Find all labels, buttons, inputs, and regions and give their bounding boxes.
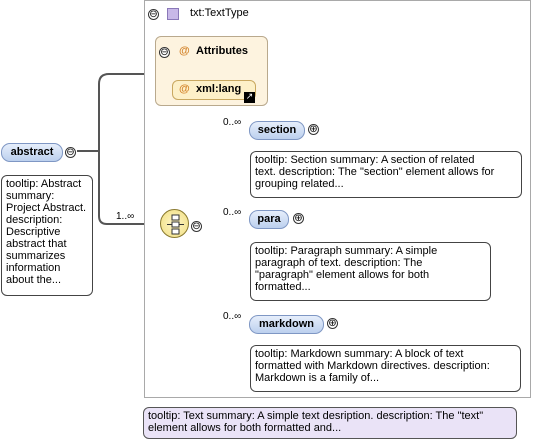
tooltip-line: "paragraph" element allows for both xyxy=(255,269,430,281)
section-expand-icon[interactable]: ⊕ xyxy=(308,124,319,135)
complex-type-icon xyxy=(167,8,179,20)
tooltip-line: about the... xyxy=(6,274,62,286)
section-tooltip: tooltip: Section summary: A section of r… xyxy=(250,151,522,198)
tooltip-line: grouping related... xyxy=(255,178,344,190)
markdown-tooltip: tooltip: Markdown summary: A block of te… xyxy=(250,345,521,392)
tooltip-line: tooltip: Section summary: A section of r… xyxy=(255,154,475,166)
text-type-tooltip: tooltip: Text summary: A simple text des… xyxy=(143,407,517,439)
markdown-cardinality: 0..∞ xyxy=(223,311,242,322)
para-tooltip: tooltip: Paragraph summary: A simple par… xyxy=(250,242,491,301)
abstract-tooltip: tooltip: Abstract summary: Project Abstr… xyxy=(1,175,93,296)
abstract-collapse-icon[interactable]: ⊖ xyxy=(65,147,76,158)
sequence-collapse-icon[interactable]: ⊖ xyxy=(191,221,202,232)
tooltip-line: tooltip: Paragraph summary: A simple xyxy=(255,245,438,257)
attributes-collapse-icon[interactable]: ⊖ xyxy=(159,47,170,58)
tooltip-line: abstract that xyxy=(6,238,67,250)
tooltip-line: tooltip: Text summary: A simple text des… xyxy=(148,410,484,422)
para-expand-icon[interactable]: ⊕ xyxy=(293,213,304,224)
section-cardinality: 0..∞ xyxy=(223,117,242,128)
tooltip-line: summary: xyxy=(6,190,55,202)
tooltip-line: formatted with Markdown directives. desc… xyxy=(255,360,490,372)
reference-arrow-icon[interactable]: ↗ xyxy=(244,92,255,103)
attribute-xml-lang[interactable] xyxy=(172,80,256,100)
tooltip-line: tooltip: Markdown summary: A block of te… xyxy=(255,348,464,360)
tooltip-line: Descriptive xyxy=(6,226,61,238)
element-markdown[interactable]: markdown xyxy=(249,315,324,334)
xml-lang-at-icon: @ xyxy=(179,83,190,95)
tooltip-line: Markdown is a family of... xyxy=(255,372,380,384)
tooltip-line: summarizes xyxy=(6,250,66,262)
tooltip-line: Project Abstract. xyxy=(6,202,87,214)
xml-lang-label: xml:lang xyxy=(196,83,242,95)
tooltip-line: description: xyxy=(6,214,63,226)
attributes-label: Attributes xyxy=(196,45,248,57)
attributes-at-icon: @ xyxy=(179,45,190,57)
tooltip-line: element allows for both formatted and... xyxy=(148,422,342,434)
type-name-label: txt:TextType xyxy=(190,7,249,19)
element-section[interactable]: section xyxy=(249,121,305,140)
abstract-to-attributes-line xyxy=(77,73,155,152)
tooltip-line: information xyxy=(6,262,61,274)
tooltip-line: text. description: The "section" element… xyxy=(255,166,495,178)
sequence-cardinality: 1..∞ xyxy=(116,211,135,222)
sequence-compositor-icon[interactable] xyxy=(160,209,189,238)
element-abstract[interactable]: abstract xyxy=(1,143,63,162)
tooltip-line: tooltip: Abstract xyxy=(6,178,82,190)
element-para[interactable]: para xyxy=(249,210,289,229)
abstract-to-sequence-line xyxy=(98,151,160,225)
type-collapse-icon[interactable]: ⊖ xyxy=(148,9,159,20)
para-cardinality: 0..∞ xyxy=(223,207,242,218)
markdown-expand-icon[interactable]: ⊕ xyxy=(327,318,338,329)
tooltip-line: formatted... xyxy=(255,281,311,293)
tooltip-line: paragraph of text. description: The xyxy=(255,257,423,269)
